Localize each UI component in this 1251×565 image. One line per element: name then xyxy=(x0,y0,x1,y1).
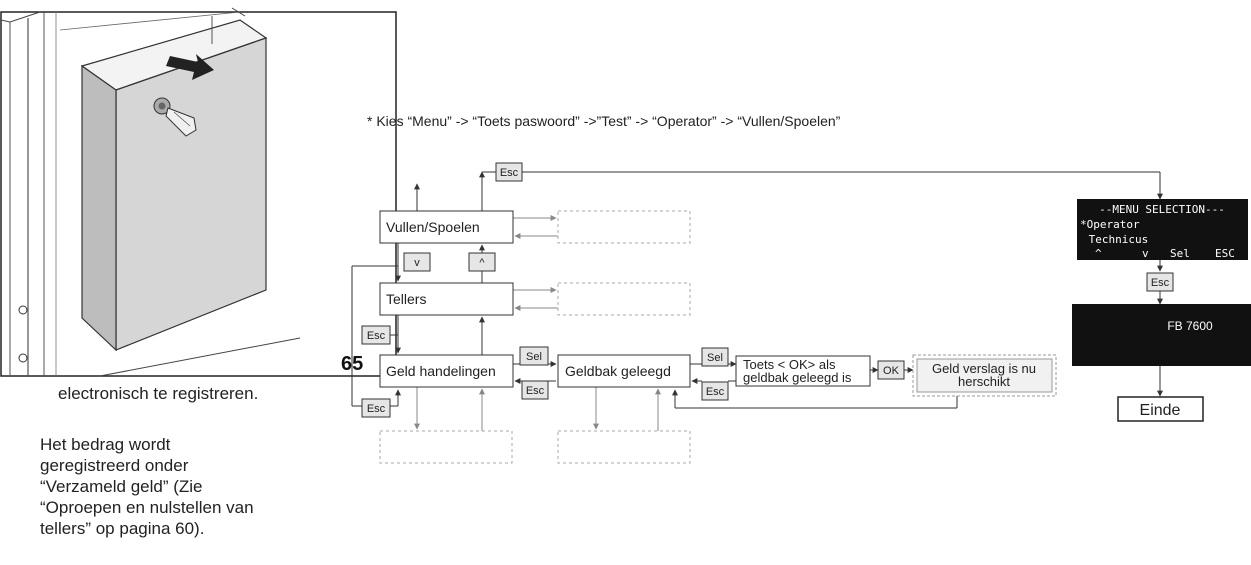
geldbak-box: Geldbak geleegd xyxy=(557,354,691,388)
paragraph-line: geregistreerd onder xyxy=(40,456,189,475)
esc-key-1: Esc xyxy=(521,380,549,400)
up-key: ^ xyxy=(468,252,496,272)
esc-key-left-bottom: Esc xyxy=(361,398,391,418)
svg-text:Einde: Einde xyxy=(1140,402,1181,419)
svg-text:Esc: Esc xyxy=(706,386,725,398)
body-text-partial: electronisch te registreren. xyxy=(58,384,259,403)
placeholder-boxes xyxy=(379,210,691,464)
svg-text:Esc: Esc xyxy=(1151,277,1170,289)
end-box: Einde xyxy=(1117,396,1204,422)
svg-text:--MENU SELECTION---: --MENU SELECTION--- xyxy=(1099,203,1225,216)
page-number: 65 xyxy=(341,353,363,375)
svg-text:Sel: Sel xyxy=(526,351,542,363)
down-key: v xyxy=(403,252,431,272)
paragraph-line: “Oproepen en nulstellen van xyxy=(40,498,254,517)
menu-item-tellers: Tellers xyxy=(379,282,514,316)
svg-text:*Operator: *Operator xyxy=(1080,218,1140,231)
svg-text:Sel: Sel xyxy=(1170,247,1190,260)
svg-text:Esc: Esc xyxy=(367,330,386,342)
svg-text:Toets < OK> als: Toets < OK> als xyxy=(743,357,836,372)
model-display: FB 7600 xyxy=(1072,304,1251,366)
svg-text:geldbak geleegd is: geldbak geleegd is xyxy=(743,370,852,385)
menu-item-geld: Geld handelingen xyxy=(379,354,514,388)
svg-text:Vullen/Spoelen: Vullen/Spoelen xyxy=(386,219,480,235)
svg-text:^: ^ xyxy=(479,257,485,269)
svg-text:Technicus: Technicus xyxy=(1082,233,1148,246)
svg-text:v: v xyxy=(414,257,420,269)
svg-text:Tellers: Tellers xyxy=(386,291,426,307)
svg-text:ESC: ESC xyxy=(1215,247,1235,260)
connectors xyxy=(351,171,1163,431)
instruction-text: * Kies “Menu” -> “Toets paswoord” ->”Tes… xyxy=(367,113,841,129)
svg-text:Geld verslag is nu: Geld verslag is nu xyxy=(932,361,1036,376)
prompt-box: Toets < OK> als geldbak geleegd is xyxy=(735,355,871,387)
svg-text:v: v xyxy=(1142,247,1149,260)
svg-text:herschikt: herschikt xyxy=(958,374,1010,389)
esc-key-top: Esc xyxy=(495,162,523,182)
sel-key-1: Sel xyxy=(519,346,549,366)
svg-text:Sel: Sel xyxy=(707,352,723,364)
paragraph-line: tellers” op pagina 60). xyxy=(40,519,205,538)
body-paragraph: Het bedrag wordt geregistreerd onder “Ve… xyxy=(40,434,254,539)
result-box: Geld verslag is nu herschikt xyxy=(912,354,1057,397)
esc-key-left-mid: Esc xyxy=(361,325,391,345)
svg-text:Geld handelingen: Geld handelingen xyxy=(386,363,496,379)
sel-key-2: Sel xyxy=(701,347,729,367)
svg-text:FB 7600: FB 7600 xyxy=(1167,319,1213,333)
svg-text:^: ^ xyxy=(1095,247,1102,260)
menu-selection-display: --MENU SELECTION--- *Operator Technicus … xyxy=(1077,199,1248,260)
menu-item-vullen: Vullen/Spoelen xyxy=(379,210,514,244)
svg-text:Esc: Esc xyxy=(500,167,519,179)
svg-text:Esc: Esc xyxy=(367,403,386,415)
paragraph-line: “Verzameld geld” (Zie xyxy=(40,477,203,496)
ok-key: OK xyxy=(877,360,905,380)
esc-key-2: Esc xyxy=(701,381,729,401)
svg-text:Esc: Esc xyxy=(526,385,545,397)
esc-key-right: Esc xyxy=(1146,272,1174,292)
paragraph-line: Het bedrag wordt xyxy=(40,435,171,454)
svg-text:OK: OK xyxy=(883,365,900,377)
placeholder-connectors xyxy=(513,215,558,311)
svg-text:Geldbak geleegd: Geldbak geleegd xyxy=(565,363,671,379)
cash-box-illustration xyxy=(0,7,397,377)
